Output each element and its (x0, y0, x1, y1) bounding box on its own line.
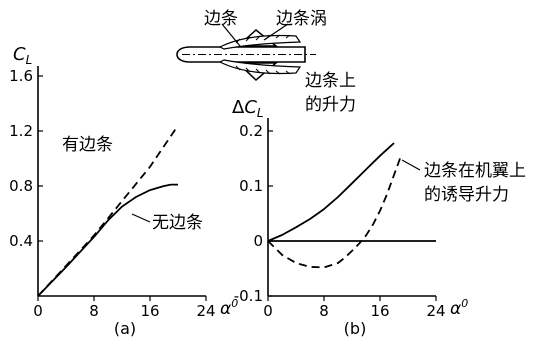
chart-a-series-1-leader (131, 213, 151, 223)
chart-a-series-0-label-line: 有边条 (62, 135, 113, 155)
aircraft-vortex-hatch-lower (235, 65, 291, 75)
chart-b-ylabel-sub: L (257, 106, 264, 120)
chart-a-series-0-label: 有边条 (62, 135, 113, 155)
chart-a-series-1-label: 无边条 (152, 213, 203, 233)
aircraft-vortex-lower (218, 59, 302, 75)
chart-b-series-1-label-line: 边条在机翼上 (424, 161, 526, 181)
chart-a-xtick-label: 16 (140, 302, 159, 320)
chart-b-ytick-label: 0.1 (239, 177, 263, 195)
chart-b-series-0-label-line: 边条上 (305, 71, 356, 91)
chart-b-series-1-label: 边条在机翼上的诱导升力 (424, 161, 526, 205)
chart-b-ytick-label: 0 (253, 232, 263, 250)
chart-a-ylabel-sub: L (26, 53, 33, 67)
diagram-label-strake: 边条 (204, 9, 238, 29)
chart-b-xtick-label: 8 (319, 302, 329, 320)
chart-b-ylabel-prefix: Δ (232, 97, 245, 118)
chart-b-ylabel: ΔCL (232, 97, 264, 120)
chart-a-xtick-label: 8 (89, 302, 99, 320)
chart-a-ytick-label: 1.6 (9, 67, 33, 85)
chart-b-series-0-line (267, 142, 395, 242)
chart-a-xlabel: α0 (220, 297, 238, 319)
chart-a-series-1-label-line: 无边条 (152, 213, 203, 233)
chart-b-series-0-label-line: 的升力 (305, 95, 356, 115)
chart-a-series-0-line (37, 124, 179, 297)
diagram-label-strake-vortex: 边条涡 (276, 9, 327, 29)
diagram-leader-1 (221, 23, 241, 47)
chart-a-ticks: 0 8 16 24 0.4 0.8 1.2 1.6 (9, 67, 215, 320)
chart-a-series-1-line (37, 183, 178, 297)
chart-a-xtick-label: 24 (196, 302, 215, 320)
chart-b-xlabel: α0 (450, 297, 468, 319)
chart-a-xlabel-sup: 0 (231, 297, 238, 310)
chart-b-ytick-label: 0.2 (239, 122, 263, 140)
chart-b-series-1-line (267, 155, 402, 269)
aircraft-diagram: 边条 边条涡 (176, 9, 327, 82)
chart-a-xlabel-main: α (220, 299, 231, 319)
chart-b-xlabel-sup: 0 (461, 297, 468, 310)
diagram-leader-2 (263, 23, 289, 41)
chart-b-axes (267, 118, 436, 297)
chart-b-xtick-label: 16 (370, 302, 389, 320)
chart-b-xtick-label: 0 (263, 302, 273, 320)
chart-b-series-0-label: 边条上的升力 (305, 71, 356, 115)
chart-b-series-1-leader (401, 159, 421, 171)
chart-a-ytick-label: 0.8 (9, 177, 33, 195)
chart-a-axes (37, 66, 206, 297)
chart-b-ylabel-main: C (244, 97, 257, 118)
chart-b-series (267, 142, 436, 269)
chart-a-panel-label: (a) (114, 319, 136, 338)
chart-b-xtick-label: 24 (426, 302, 445, 320)
chart-b-ytick-label: -0.1 (234, 287, 263, 305)
chart-a-ytick-label: 1.2 (9, 122, 33, 140)
chart-a-series (37, 124, 179, 297)
chart-a-ylabel-main: C (13, 44, 26, 65)
chart-a-xtick-label: 0 (33, 302, 43, 320)
chart-b-xlabel-main: α (450, 299, 461, 319)
chart-a-ytick-label: 0.4 (9, 232, 33, 250)
chart-b-series-1-label-line: 的诱导升力 (424, 185, 509, 205)
chart-a-ylabel: CL (13, 44, 32, 67)
chart-b-panel-label: (b) (344, 319, 367, 338)
